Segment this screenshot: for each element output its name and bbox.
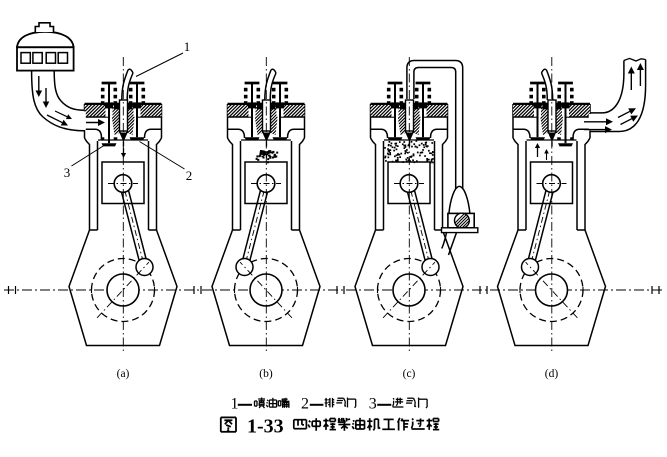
svg-text:1-33: 1-33 [247, 416, 284, 438]
svg-text:3: 3 [369, 396, 377, 413]
svg-text:(c): (c) [403, 368, 416, 380]
svg-text:2: 2 [301, 396, 309, 413]
svg-text:2: 2 [186, 168, 193, 183]
svg-text:(d): (d) [545, 368, 559, 380]
svg-text:(a): (a) [117, 368, 130, 380]
svg-text:1: 1 [231, 396, 239, 413]
svg-text:(b): (b) [259, 368, 273, 380]
svg-text:1: 1 [184, 39, 191, 54]
svg-text:3: 3 [64, 165, 71, 180]
